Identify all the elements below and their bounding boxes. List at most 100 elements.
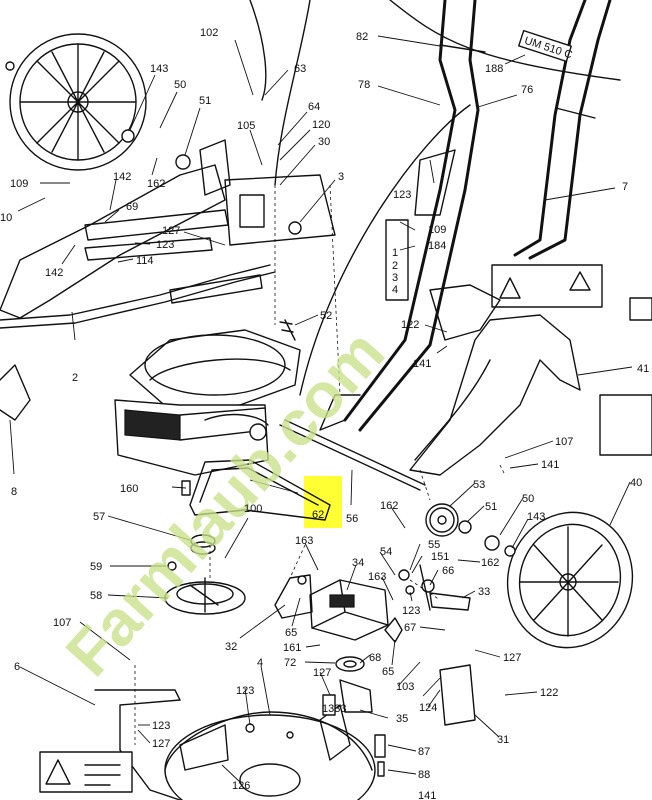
chassis (0, 139, 336, 421)
label-103: 103 (396, 681, 414, 693)
label-51-2: 51 (485, 501, 497, 513)
label-66: 66 (442, 565, 454, 577)
label-4: 4 (257, 657, 263, 669)
label-68: 68 (369, 652, 381, 664)
label-87: 87 (418, 746, 430, 758)
label-78: 78 (358, 79, 370, 91)
label-53: 53 (473, 479, 485, 491)
label-107-2: 107 (53, 617, 71, 629)
label-141-3: 141 (418, 790, 436, 800)
label-59: 59 (90, 561, 102, 573)
label-10: 10 (0, 212, 12, 224)
label-62: 62 (312, 509, 324, 521)
label-102: 102 (200, 27, 218, 39)
scale-4: 4 (392, 284, 398, 296)
label-109-2: 109 (428, 224, 446, 236)
engine (114, 319, 301, 476)
label-52: 52 (320, 310, 332, 322)
rear-cover (409, 284, 581, 476)
mower-deck (94, 664, 476, 800)
label-40: 40 (630, 477, 642, 489)
label-72: 72 (284, 657, 296, 669)
label-184: 184 (428, 240, 446, 252)
part-labels: 102 63 82 188 143 50 51 64 120 105 30 78… (0, 27, 649, 800)
label-57: 57 (93, 511, 105, 523)
label-161: 161 (283, 642, 301, 654)
label-127: 127 (162, 225, 180, 237)
label-6: 6 (14, 661, 20, 673)
warning-decal-bottom (39, 751, 133, 793)
label-32: 32 (225, 641, 237, 653)
label-151: 151 (431, 551, 449, 563)
label-33: 33 (478, 586, 490, 598)
label-163: 163 (295, 535, 313, 547)
label-123-4: 123 (236, 685, 254, 697)
scale-1: 1 (392, 247, 398, 259)
label-50: 50 (174, 79, 186, 91)
label-64: 64 (308, 101, 320, 113)
label-105: 105 (237, 120, 255, 132)
label-35: 35 (396, 713, 408, 725)
label-160: 160 (120, 483, 138, 495)
gearbox (274, 569, 415, 672)
label-127-2: 127 (313, 667, 331, 679)
label-63: 63 (294, 63, 306, 75)
label-7: 7 (622, 181, 628, 193)
label-100: 100 (244, 503, 262, 515)
belt (189, 459, 331, 521)
label-123: 123 (393, 189, 411, 201)
label-54: 54 (380, 546, 392, 558)
scale-2: 2 (392, 260, 398, 272)
label-123-2: 123 (156, 239, 174, 251)
label-31: 31 (497, 734, 509, 746)
label-126: 126 (232, 780, 250, 792)
rear-wheel-left (5, 33, 191, 171)
label-2: 2 (72, 372, 78, 384)
label-65-2: 65 (382, 666, 394, 678)
label-30: 30 (318, 136, 330, 148)
right-wheel (506, 511, 634, 649)
label-127-3: 127 (503, 652, 521, 664)
label-141: 141 (413, 358, 431, 370)
label-76: 76 (521, 84, 533, 96)
label-67: 67 (404, 622, 416, 634)
label-123-3: 123 (402, 605, 420, 617)
label-120: 120 (312, 119, 330, 131)
label-142: 142 (113, 171, 131, 183)
label-162: 162 (147, 178, 165, 190)
label-50-2: 50 (522, 493, 534, 505)
label-8: 8 (11, 486, 17, 498)
label-114: 114 (136, 255, 154, 267)
label-51: 51 (199, 95, 211, 107)
label-162-2: 162 (380, 500, 398, 512)
label-107: 107 (555, 436, 573, 448)
label-88: 88 (418, 769, 430, 781)
label-124: 124 (419, 702, 437, 714)
label-109: 109 (10, 178, 28, 190)
label-122: 122 (401, 319, 419, 331)
scale-3: 3 (392, 272, 398, 284)
label-34: 34 (352, 557, 364, 569)
label-127-4: 127 (152, 738, 170, 750)
handle-assembly: UM 510 C 1 2 3 4 (249, 0, 652, 456)
label-142-2: 142 (45, 267, 63, 279)
label-163-2: 163 (368, 571, 386, 583)
label-143-2: 143 (527, 511, 545, 523)
label-162-3: 162 (481, 557, 499, 569)
label-41: 41 (637, 363, 649, 375)
blade-pulley (164, 534, 246, 615)
label-58: 58 (90, 590, 102, 602)
decal-small: 1333 (322, 703, 346, 715)
label-56: 56 (346, 513, 358, 525)
label-141-2: 141 (541, 459, 559, 471)
label-3: 3 (338, 171, 344, 183)
label-55: 55 (428, 539, 440, 551)
leader-lines (9, 35, 633, 784)
label-69: 69 (126, 201, 138, 213)
label-82: 82 (356, 31, 368, 43)
label-123-5: 123 (152, 720, 170, 732)
label-188: 188 (485, 63, 503, 75)
label-65: 65 (285, 627, 297, 639)
label-122-2: 122 (540, 687, 558, 699)
